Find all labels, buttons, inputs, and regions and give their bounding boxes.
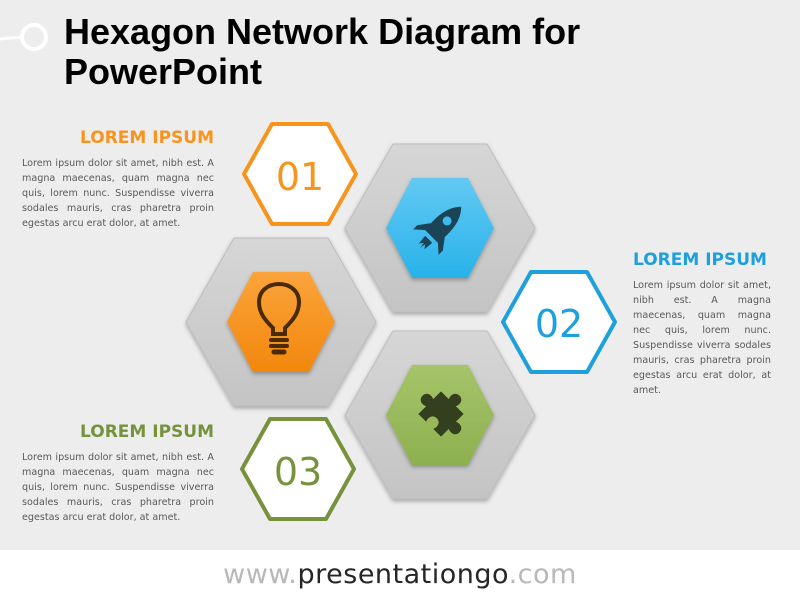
number-hexagon-01: 01 <box>242 122 358 226</box>
rocket-icon <box>413 206 462 255</box>
heading-01: LOREM IPSUM <box>80 128 214 148</box>
text-block-01: LOREM IPSUM Lorem ipsum dolor sit amet, … <box>22 128 214 231</box>
footer-suffix: .com <box>508 559 577 590</box>
body-02: Lorem ipsum dolor sit amet, nibh est. A … <box>633 280 771 396</box>
number-hexagon-03: 03 <box>240 417 356 521</box>
text-block-02: LOREM IPSUM Lorem ipsum dolor sit amet, … <box>633 250 771 398</box>
puzzle-icon <box>418 391 464 437</box>
heading-02: LOREM IPSUM <box>633 250 767 270</box>
lightbulb-icon <box>256 281 302 355</box>
footer-prefix: www. <box>223 559 298 590</box>
slide-canvas: Hexagon Network Diagram for PowerPoint L… <box>0 0 800 550</box>
body-03: Lorem ipsum dolor sit amet, nibh est. A … <box>22 452 214 523</box>
heading-03: LOREM IPSUM <box>80 422 214 442</box>
page-title: Hexagon Network Diagram for PowerPoint <box>64 12 580 92</box>
hexagon-diagram: 01 <box>185 122 617 521</box>
number-03: 03 <box>274 450 322 494</box>
number-hexagon-02: 02 <box>501 270 617 374</box>
title-decoration-icon <box>0 23 48 51</box>
number-02: 02 <box>535 302 583 346</box>
number-01: 01 <box>276 155 324 199</box>
title-line-2: PowerPoint <box>64 51 263 92</box>
text-block-03: LOREM IPSUM Lorem ipsum dolor sit amet, … <box>22 422 214 525</box>
footer-website: www.presentationgo.com <box>0 550 800 600</box>
body-01: Lorem ipsum dolor sit amet, nibh est. A … <box>22 158 214 229</box>
footer-brand: presentationgo <box>297 559 509 590</box>
title-line-1: Hexagon Network Diagram for <box>64 11 581 52</box>
